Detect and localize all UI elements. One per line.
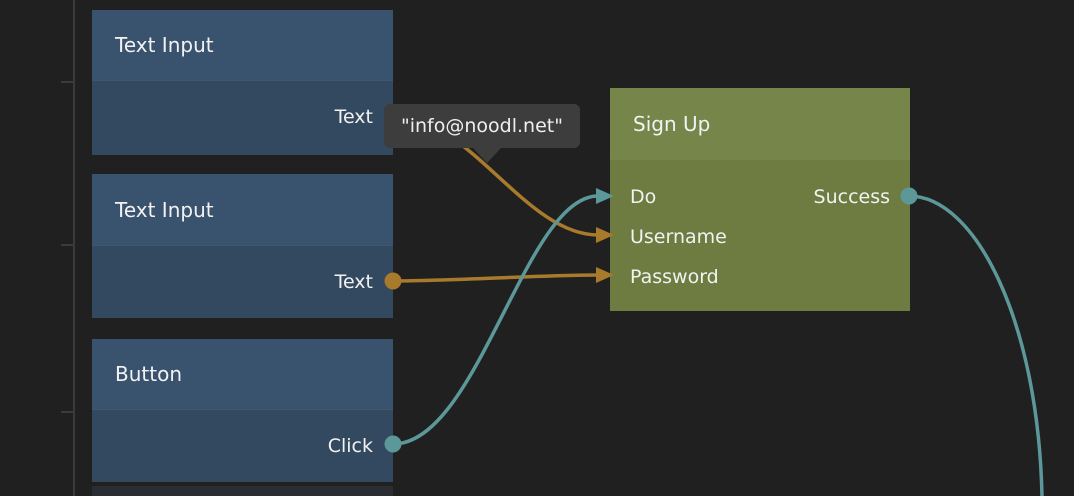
port-label-text-output: Text	[334, 271, 373, 293]
port-label-click-output: Click	[327, 435, 373, 457]
connection-click-to-do[interactable]	[391, 194, 600, 446]
node-body: Text	[92, 80, 393, 155]
node-title: Sign Up	[633, 111, 711, 136]
node-body: Click	[92, 409, 393, 482]
tooltip-value: "info@noodl.net"	[401, 115, 563, 137]
node-title: Text Input	[115, 33, 214, 57]
port-value-tooltip: "info@noodl.net"	[384, 104, 580, 163]
connection-success-offscreen[interactable]	[907, 194, 1044, 496]
node-header: Sign Up	[610, 88, 910, 159]
connection-text2-to-password[interactable]	[391, 273, 600, 283]
node-sign-up[interactable]: Sign Up Do Username Password Success	[610, 88, 910, 311]
guide-tick-2	[61, 244, 75, 246]
node-button[interactable]: Button Click	[92, 339, 393, 482]
node-text-input-1[interactable]: Text Input Text	[92, 10, 393, 155]
port-label-success-output: Success	[813, 186, 890, 208]
port-label-do-input: Do	[630, 186, 657, 208]
offscreen-node-top-edge[interactable]	[92, 486, 393, 496]
node-title: Button	[115, 362, 182, 386]
port-label-password-input: Password	[630, 266, 719, 288]
node-body: Text	[92, 245, 393, 318]
guide-tick-1	[61, 81, 75, 83]
node-header: Button	[92, 339, 393, 409]
tooltip-pointer	[473, 148, 501, 163]
port-label-text-output: Text	[334, 106, 373, 128]
node-header: Text Input	[92, 10, 393, 80]
canvas-guide-line	[73, 0, 75, 496]
node-body: Do Username Password Success	[610, 159, 910, 311]
node-title: Text Input	[115, 197, 214, 222]
port-label-username-input: Username	[630, 226, 727, 248]
node-header: Text Input	[92, 174, 393, 245]
node-text-input-2[interactable]: Text Input Text	[92, 174, 393, 318]
guide-tick-3	[61, 411, 75, 413]
